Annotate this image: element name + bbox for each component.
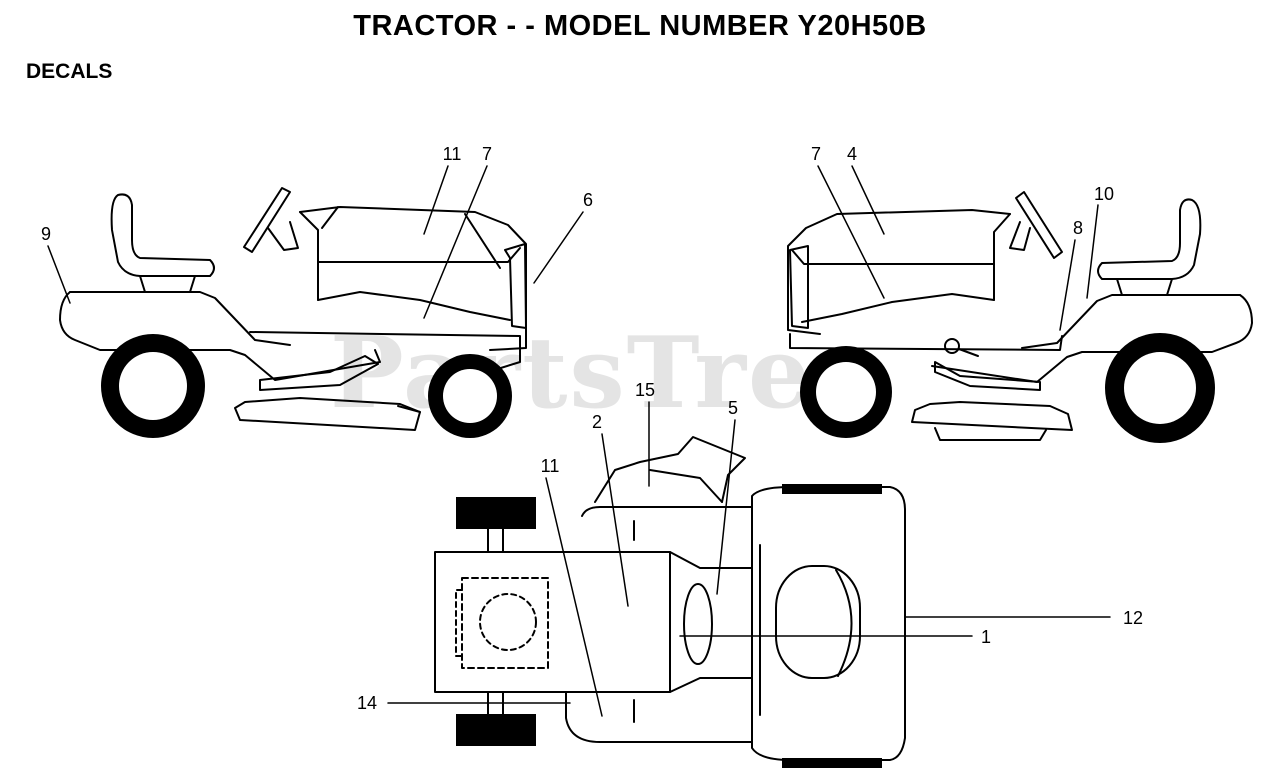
callout-8: 8 [1073, 218, 1083, 238]
tractor-top-view [387, 401, 1111, 768]
callout-14: 14 [357, 693, 377, 713]
callout-12: 12 [1123, 608, 1143, 628]
callout-7-right: 7 [811, 144, 821, 164]
page-title: TRACTOR - - MODEL NUMBER Y20H50B [353, 10, 927, 42]
callout-1: 1 [981, 627, 991, 647]
callout-4: 4 [847, 144, 857, 164]
callout-6: 6 [583, 190, 593, 210]
callout-2: 2 [592, 412, 602, 432]
callout-10: 10 [1094, 184, 1114, 204]
tractor-left-side-view [47, 165, 584, 438]
callout-3: 11 [443, 144, 462, 164]
callout-11: 11 [541, 456, 560, 476]
callout-9: 9 [41, 224, 51, 244]
callout-5: 5 [728, 398, 738, 418]
tractor-right-side-view [787, 165, 1253, 443]
section-heading: DECALS [26, 60, 113, 83]
callout-15: 15 [635, 380, 655, 400]
callout-7-left: 7 [482, 144, 492, 164]
